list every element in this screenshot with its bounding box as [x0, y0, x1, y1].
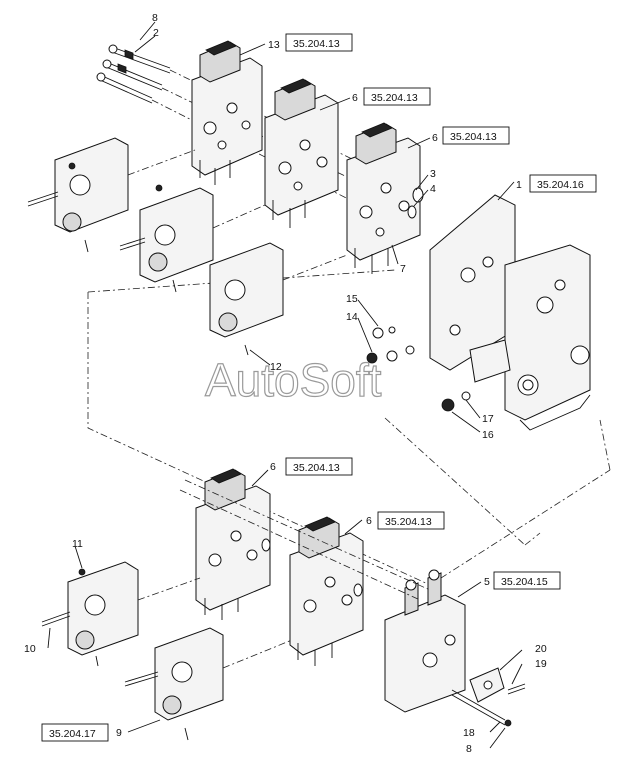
- valve-section-6-lower-a: [195, 468, 271, 620]
- group-outline-2: [384, 417, 611, 546]
- actuator-cap-lower-2: [124, 627, 224, 741]
- callout-15: 15: [346, 293, 358, 305]
- assembly-axis-lower-caps: [137, 577, 293, 669]
- callout-2: 2: [153, 27, 159, 39]
- valve-section-6-lower-b: [289, 516, 364, 666]
- valve-section-6-upper-a: [264, 78, 339, 228]
- callout-19: 19: [535, 658, 547, 670]
- reference-label: 35.204.16: [537, 179, 584, 191]
- callout-5: 5: [484, 576, 490, 588]
- callout-10: 10: [24, 643, 36, 655]
- reference-box-6-lower-a[interactable]: 35.204.13: [285, 457, 353, 476]
- valve-section-13: [191, 40, 263, 185]
- callout-1: 1: [516, 179, 522, 191]
- callout-6: 6: [366, 515, 372, 527]
- reference-box-5[interactable]: 35.204.15: [493, 571, 561, 590]
- callout-17: 17: [482, 413, 494, 425]
- reference-box-13[interactable]: 35.204.13: [285, 33, 353, 52]
- reference-box-6-lower-b[interactable]: 35.204.13: [377, 511, 445, 530]
- callout-6: 6: [352, 92, 358, 104]
- reference-label: 35.204.13: [293, 462, 340, 474]
- reference-box-9[interactable]: 35.204.17: [41, 723, 109, 742]
- actuator-cap-lower-1: [41, 561, 139, 667]
- assembly-axis-caps: [127, 149, 348, 281]
- callout-6: 6: [270, 461, 276, 473]
- callout-16: 16: [482, 429, 494, 441]
- callout-12: 12: [270, 361, 282, 373]
- reference-label: 35.204.15: [501, 576, 548, 588]
- leader-lines: [47, 21, 523, 749]
- callout-13: 13: [268, 39, 280, 51]
- callout-7: 7: [400, 263, 406, 275]
- reference-label: 35.204.13: [385, 516, 432, 528]
- reference-box-6-upper-a[interactable]: 35.204.13: [363, 87, 431, 106]
- callout-14: 14: [346, 311, 358, 323]
- inlet-cover-body-1: [429, 194, 591, 431]
- callout-11: 11: [72, 538, 83, 550]
- plugs-and-orings: [366, 326, 471, 412]
- end-cover-5: [384, 569, 526, 727]
- reference-box-1[interactable]: 35.204.16: [529, 174, 597, 193]
- tie-rod-bolts-upper: [96, 44, 171, 104]
- callout-8: 8: [152, 12, 158, 24]
- callout-6: 6: [432, 132, 438, 144]
- actuator-cap-upper-1: [27, 137, 129, 253]
- reference-label: 35.204.13: [450, 131, 497, 143]
- actuator-cap-upper-2: [119, 184, 214, 293]
- assembly-axis-lower: [179, 479, 431, 601]
- callout-9: 9: [116, 727, 122, 739]
- reference-label: 35.204.13: [293, 38, 340, 50]
- watermark: AutoSoft: [205, 354, 382, 406]
- callout-8: 8: [466, 743, 472, 755]
- reference-label: 35.204.17: [49, 728, 96, 740]
- valve-section-6-upper-b: [346, 122, 424, 274]
- actuator-cap-upper-3: [209, 242, 284, 356]
- callout-4: 4: [430, 183, 436, 195]
- reference-box-6-upper-b[interactable]: 35.204.13: [442, 126, 510, 145]
- callout-20: 20: [535, 643, 547, 655]
- reference-label: 35.204.13: [371, 92, 418, 104]
- callout-3: 3: [430, 168, 436, 180]
- callout-18: 18: [463, 727, 475, 739]
